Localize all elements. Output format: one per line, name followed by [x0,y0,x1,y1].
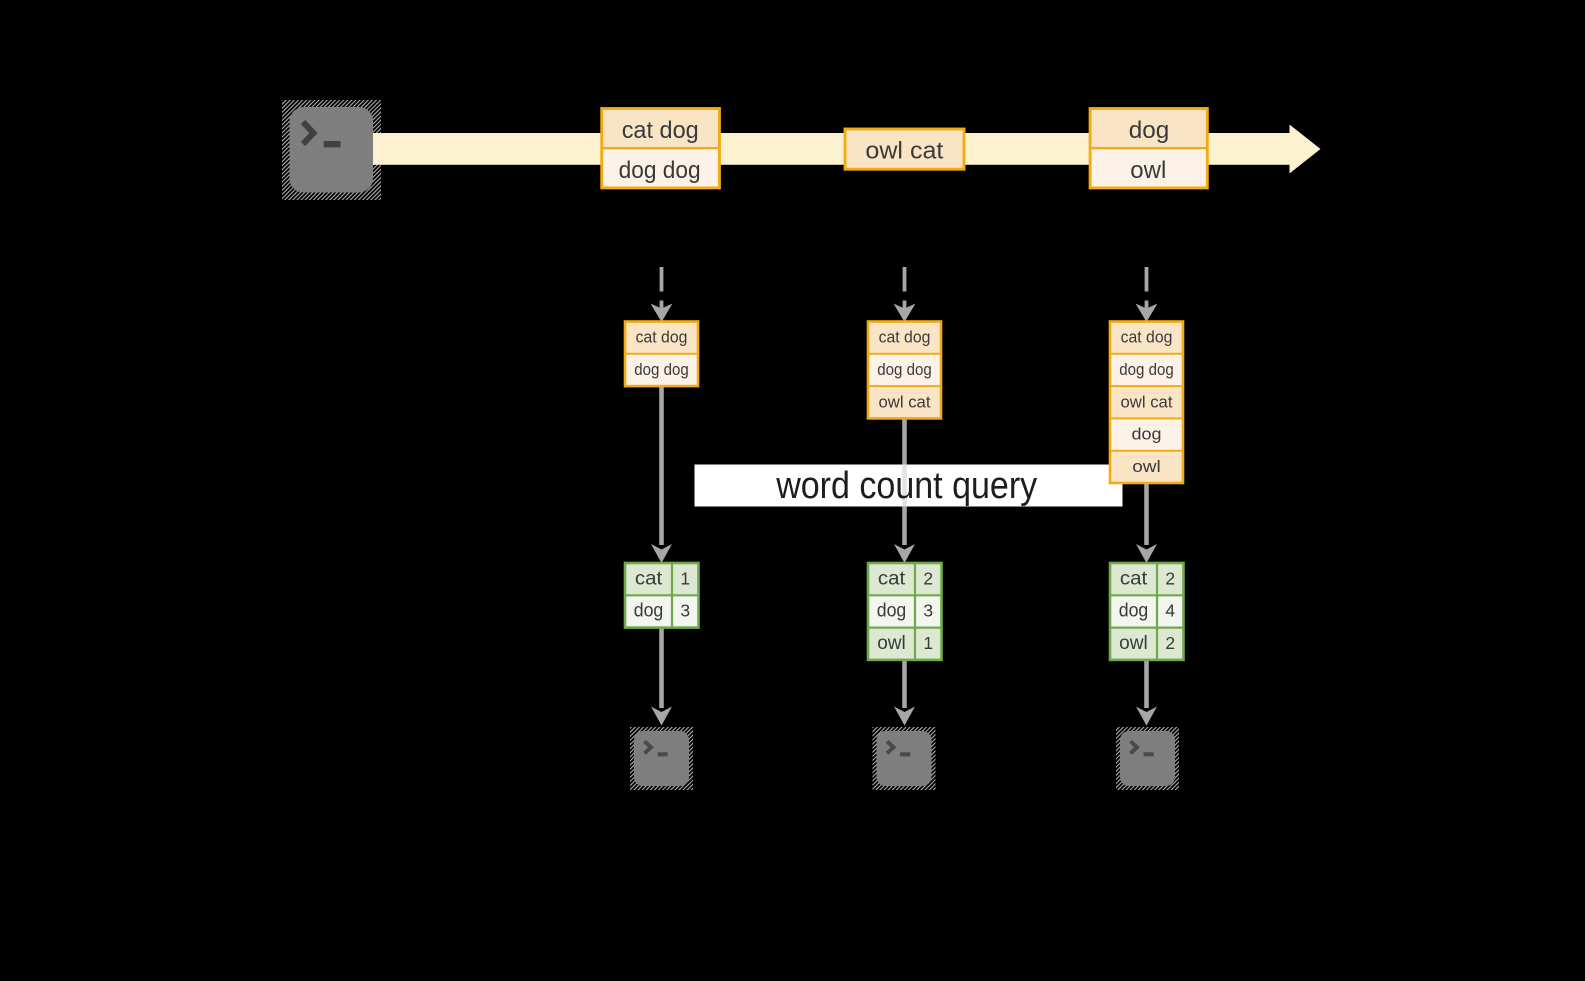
svg-text:dog: dog [1119,601,1149,622]
svg-text:4: 4 [1165,601,1175,621]
svg-text:3: 3 [680,601,690,621]
svg-text:word count query: word count query [775,465,1037,507]
svg-text:cat dog: cat dog [636,328,688,347]
svg-text:owl: owl [1130,157,1166,184]
svg-text:dog: dog [877,601,907,622]
svg-text:dog dog: dog dog [1119,360,1173,379]
svg-text:dog dog: dog dog [877,360,931,379]
svg-text:dog dog: dog dog [619,157,701,184]
svg-text:1: 1 [923,633,933,653]
svg-text:owl cat: owl cat [865,138,943,165]
svg-text:owl: owl [877,633,906,654]
svg-text:2: 2 [1165,568,1175,588]
svg-text:cat dog: cat dog [1121,328,1173,347]
svg-text:owl: owl [1119,633,1148,654]
svg-text:cat dog: cat dog [622,117,699,144]
svg-text:2: 2 [1165,633,1175,653]
svg-text:owl cat: owl cat [879,392,931,411]
svg-text:3: 3 [923,601,933,621]
svg-text:dog: dog [634,601,664,622]
svg-text:dog: dog [1129,117,1170,144]
svg-text:cat: cat [878,568,906,589]
svg-text:2: 2 [923,568,933,588]
svg-text:owl: owl [1132,457,1161,476]
svg-text:dog dog: dog dog [634,360,688,379]
svg-text:dog: dog [1132,425,1162,444]
svg-text:cat: cat [635,568,663,589]
svg-text:cat: cat [1120,568,1148,589]
svg-text:cat dog: cat dog [879,328,931,347]
svg-text:owl cat: owl cat [1121,392,1173,411]
svg-text:1: 1 [680,568,690,588]
